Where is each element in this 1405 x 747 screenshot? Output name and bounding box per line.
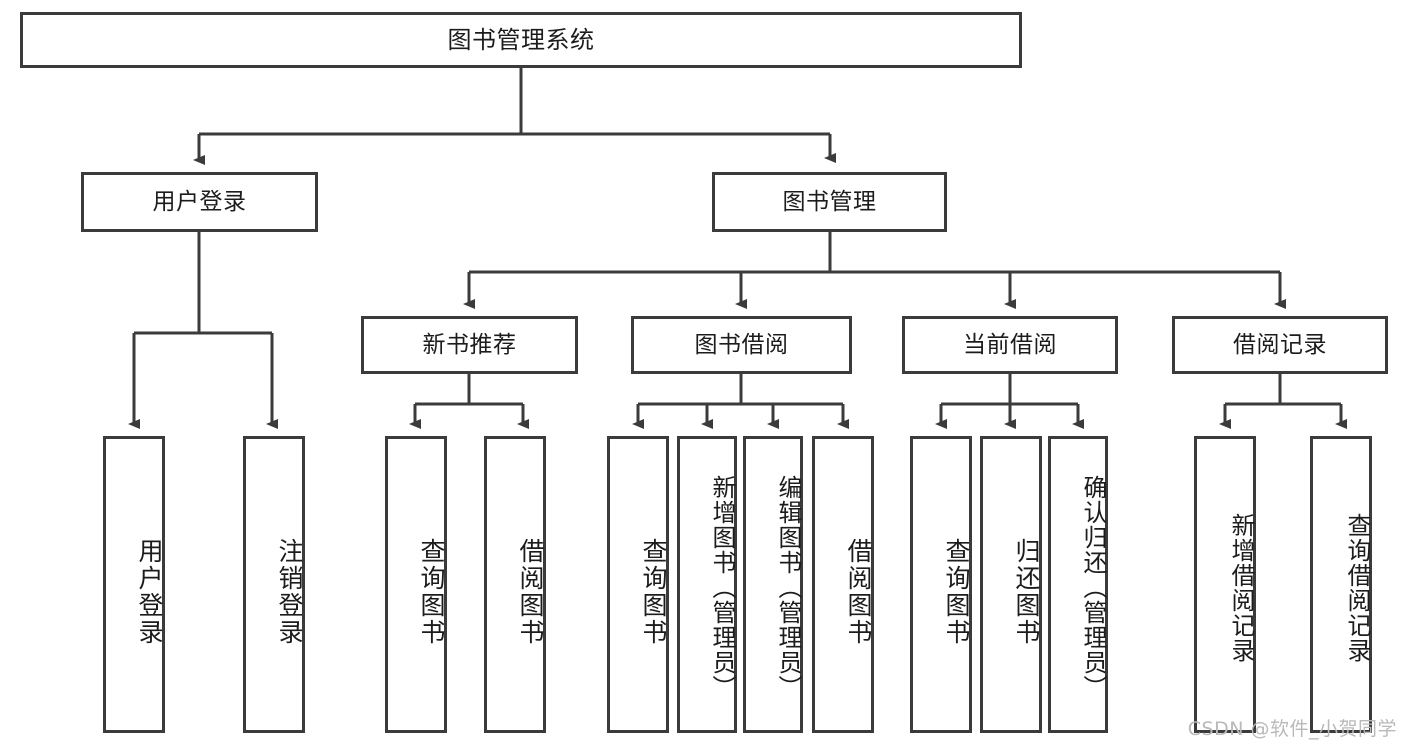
node-borrow-record[interactable]: 借阅记录 [1172, 316, 1388, 374]
leaf-borrow-book-1[interactable]: 借阅图书 [484, 436, 546, 733]
leaf-confirm-return[interactable]: 确认归还（管理员） [1048, 436, 1108, 733]
leaf-query-book-3[interactable]: 查询图书 [910, 436, 972, 733]
leaf-query-book-2[interactable]: 查询图书 [607, 436, 669, 733]
node-book-manage[interactable]: 图书管理 [712, 172, 947, 232]
node-current-borrow[interactable]: 当前借阅 [902, 316, 1118, 374]
leaf-return-book[interactable]: 归还图书 [980, 436, 1042, 733]
node-new-book-recommend[interactable]: 新书推荐 [361, 316, 578, 374]
node-book-borrow[interactable]: 图书借阅 [631, 316, 852, 374]
leaf-user-login[interactable]: 用户登录 [103, 436, 165, 733]
node-user-login[interactable]: 用户登录 [81, 172, 318, 232]
node-root-system[interactable]: 图书管理系统 [20, 12, 1022, 68]
leaf-logout-login[interactable]: 注销登录 [243, 436, 305, 733]
leaf-add-book[interactable]: 新增图书（管理员） [677, 436, 737, 733]
leaf-query-record[interactable]: 查询借阅记录 [1310, 436, 1372, 733]
leaf-edit-book[interactable]: 编辑图书（管理员） [743, 436, 803, 733]
leaf-query-book-1[interactable]: 查询图书 [385, 436, 447, 733]
csdn-watermark: CSDN @软件_小贺同学 [1187, 718, 1397, 740]
leaf-add-record[interactable]: 新增借阅记录 [1194, 436, 1256, 733]
leaf-borrow-book-2[interactable]: 借阅图书 [812, 436, 874, 733]
